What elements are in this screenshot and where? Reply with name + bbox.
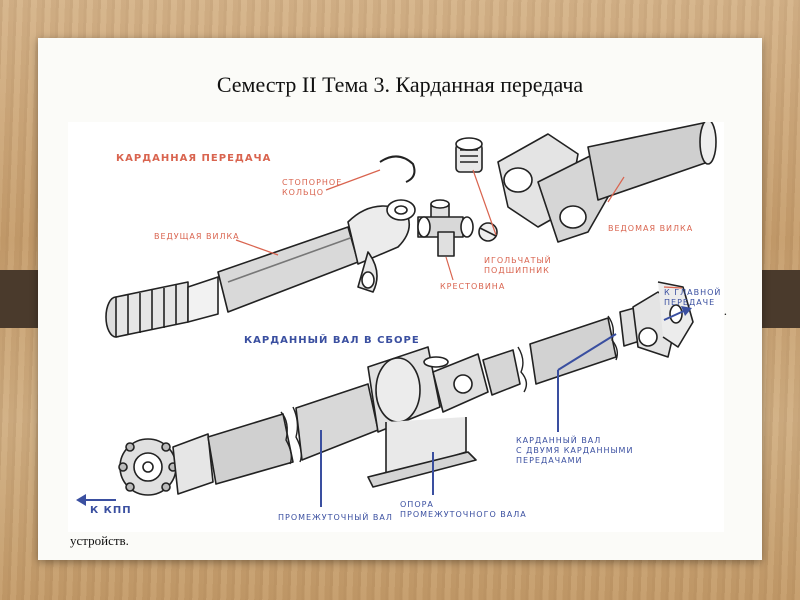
heading-shaft-assembly: КАРДАННЫЙ ВАЛ В СБОРЕ: [244, 335, 420, 346]
label-cross: КРЕСТОВИНА: [440, 282, 506, 291]
label-to-main-gear: К ГЛАВНОЙ ПЕРЕДАЧЕ: [664, 288, 722, 307]
red-leader-lines: [235, 169, 683, 289]
slide-title: Семестр II Тема 3. Карданная передача: [216, 72, 584, 97]
needle-bearing-cup: [455, 137, 483, 173]
blue-arrow-heads: [76, 306, 692, 506]
cardan-drive-figure: КАРДАННАЯ ПЕРЕДАЧА СТОПОРНОЕ КОЛЬЦО ВЕДУ…: [68, 122, 724, 532]
blue-leader-lines: [84, 309, 687, 507]
heading-cardan-drive: КАРДАННАЯ ПЕРЕДАЧА: [116, 153, 272, 164]
retaining-ring: [379, 155, 416, 183]
right-dark-band: [762, 270, 800, 328]
label-support: ОПОРА ПРОМЕЖУТОЧНОГО ВАЛА: [400, 500, 527, 519]
label-shaft-two-joints: КАРДАННЫЙ ВАЛ С ДВУМЯ КАРДАННЫМИ ПЕРЕДАЧ…: [516, 436, 634, 465]
label-drive-yoke: ВЕДУЩАЯ ВИЛКА: [154, 232, 240, 241]
label-to-gearbox: К КПП: [90, 505, 132, 516]
label-needle-bearing: ИГОЛЬЧАТЫЙ ПОДШИПНИК: [484, 256, 552, 275]
left-dark-band: [0, 270, 38, 328]
label-retaining-ring: СТОПОРНОЕ КОЛЬЦО: [282, 178, 343, 197]
drive-shaft-exploded: [105, 199, 416, 338]
universal-cross: [417, 199, 498, 257]
driven-yoke: [497, 122, 717, 243]
slide-footer-text: устройств.: [70, 533, 129, 548]
cardan-drawing: [76, 122, 717, 507]
shaft-assembly: [118, 281, 694, 496]
label-driven-yoke: ВЕДОМАЯ ВИЛКА: [608, 224, 694, 233]
label-intermediate-shaft: ПРОМЕЖУТОЧНЫЙ ВАЛ: [278, 513, 393, 522]
